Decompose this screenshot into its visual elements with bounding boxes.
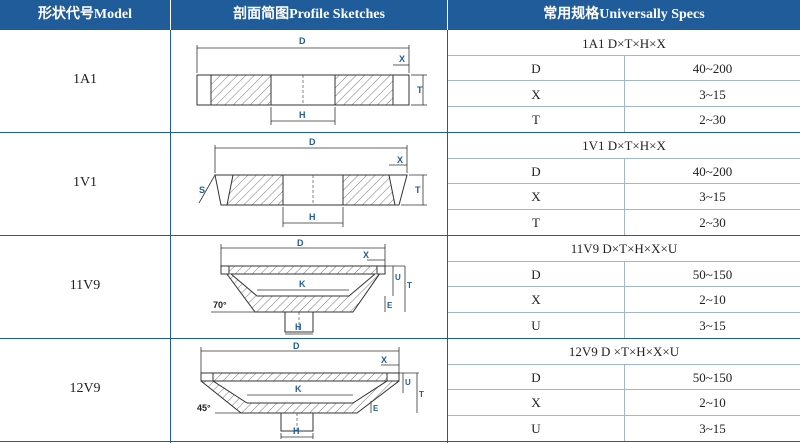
spec-formula: 11V9 D×T×H×X×U [570,241,678,256]
header-divider [447,0,448,30]
sketch-label: H [295,322,302,332]
sketch-label: X [381,355,387,365]
spec-formula: 12V9 D ×T×H×X×U [568,344,680,359]
sketch-11v9: D X K U T E 70° H [211,238,412,335]
sketch-label: H [299,110,306,120]
sketch-label: D [293,341,300,351]
sketch-label: H [309,212,316,222]
spec-key: X [531,189,541,204]
spec-key: X [531,395,541,410]
spec-value: 50~150 [692,370,733,385]
spec-value: 3~15 [699,189,726,204]
spec-key: D [531,370,541,385]
header-specs: 常用规格Universally Specs [543,7,705,22]
sketch-label: 45° [197,403,211,413]
spec-divider [624,158,625,235]
sketch-label: H [293,426,300,436]
spec-divider [624,364,625,441]
model-name: 1A1 [72,72,98,87]
grid-line [447,30,448,443]
sketch-label: E [373,404,379,413]
sketch-label: K [295,384,302,394]
spec-divider [448,286,800,287]
sketch-label: S [199,185,205,195]
table-header: 形状代号Model 剖面简图Profile Sketches 常用规格Unive… [0,0,800,30]
sketch-label: X [399,54,405,64]
spec-divider [624,55,625,132]
sketch-label: T [417,85,423,95]
spec-value: 40~200 [692,164,733,179]
sketch-label: T [415,185,421,195]
spec-key: U [531,421,541,436]
spec-key: D [531,61,541,76]
spec-formula: 1A1 D×T×H×X [582,36,666,51]
model-name: 11V9 [69,278,101,293]
sketch-label: D [299,36,306,46]
header-divider [170,0,171,30]
spec-formula: 1V1 D×T×H×X [582,138,666,153]
sketch-label: T [419,390,424,399]
spec-divider [448,80,800,81]
spec-divider [448,389,800,390]
spec-divider [448,106,800,107]
spec-divider [448,209,800,210]
sketch-1v1: D X S T H [198,137,427,227]
spec-value: 40~200 [692,61,733,76]
grid-line [170,30,171,443]
spec-value: 3~15 [699,318,726,333]
spec-value: 2~10 [699,292,726,307]
spec-key: T [532,112,540,127]
spec-key: X [531,87,541,102]
spec-key: X [531,292,541,307]
spec-key: T [532,215,540,230]
header-model: 形状代号Model [37,7,133,22]
spec-key: D [531,267,541,282]
spec-value: 3~15 [699,421,726,436]
sketch-label: K [299,279,306,289]
sketch-label: X [397,155,403,165]
sketch-label: U [405,378,411,387]
spec-divider [448,183,800,184]
sketch-12v9: D X K U T E 45° H [197,341,424,439]
sketch-label: 70° [213,300,227,310]
sketch-1a1: D X T H [196,36,427,125]
model-name: 1V1 [72,175,98,190]
row-divider [0,441,800,442]
model-name: 12V9 [69,381,101,396]
spec-divider [448,415,800,416]
sketch-label: T [407,281,412,290]
sketch-label: E [387,301,393,310]
sketch-label: D [309,137,316,147]
sketch-label: U [395,273,401,282]
spec-value: 2~30 [699,215,726,230]
sketch-label: D [297,238,304,248]
spec-value: 3~15 [699,87,726,102]
spec-value: 2~30 [699,112,726,127]
sketch-label: X [363,250,369,260]
spec-key: D [531,164,541,179]
spec-divider [448,312,800,313]
row-divider [0,235,800,236]
spec-value: 50~150 [692,267,733,282]
header-sketch: 剖面简图Profile Sketches [233,7,385,22]
spec-divider [624,261,625,338]
spec-value: 2~10 [699,395,726,410]
row-divider [0,132,800,133]
spec-key: U [531,318,541,333]
row-divider [0,338,800,339]
